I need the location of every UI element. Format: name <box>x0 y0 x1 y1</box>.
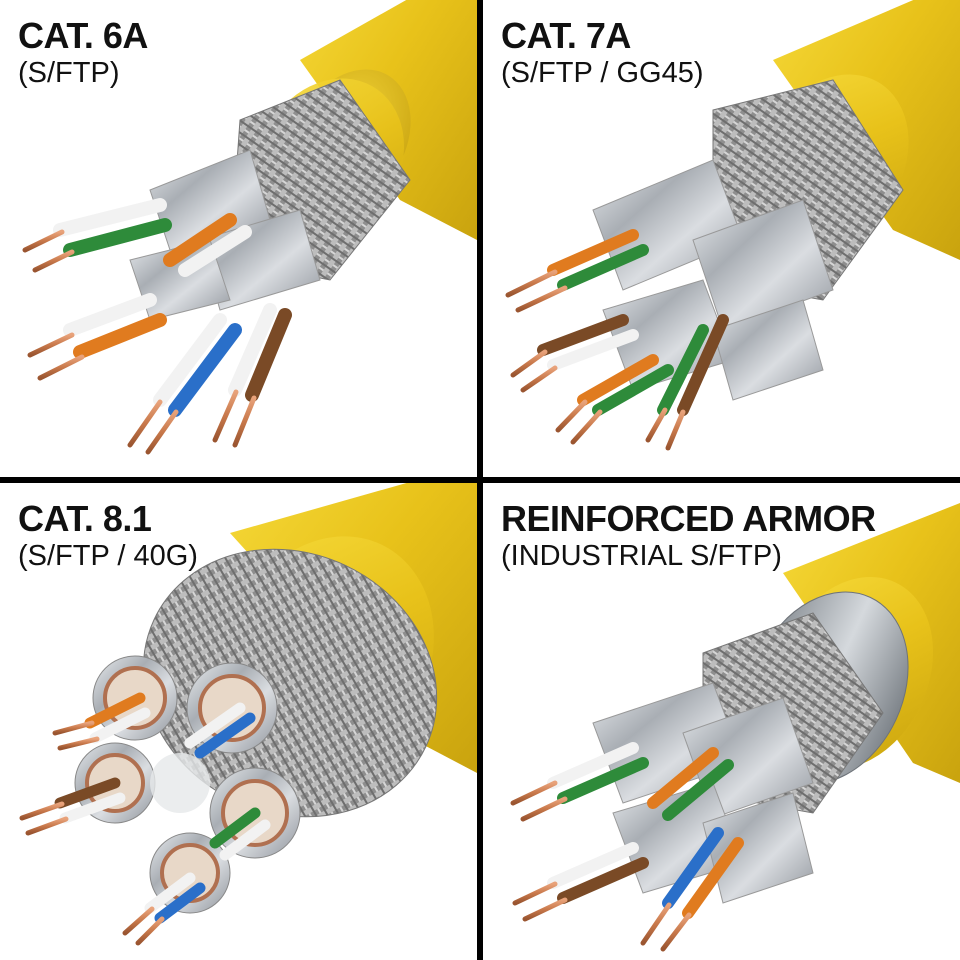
panel-title: REINFORCED ARMOR <box>501 498 876 539</box>
panel-reinforced-armor: REINFORCED ARMOR (INDUSTRIAL S/FTP) <box>483 483 960 960</box>
panel-title: CAT. 6A <box>18 15 148 56</box>
panel-cat7a: CAT. 7A (S/FTP / GG45) <box>483 0 960 477</box>
panel-subtitle: (INDUSTRIAL S/FTP) <box>501 540 782 572</box>
caption: CAT. 8.1 (S/FTP / 40G) <box>18 499 198 573</box>
cat8-cable-illustration <box>19 483 477 946</box>
caption: REINFORCED ARMOR (INDUSTRIAL S/FTP) <box>501 499 876 573</box>
cat6a-cable-illustration <box>22 0 477 455</box>
cat7a-cable-illustration <box>505 0 960 451</box>
panel-title: CAT. 8.1 <box>18 498 152 539</box>
armored-cable-illustration <box>510 503 960 952</box>
panel-subtitle: (S/FTP / GG45) <box>501 57 704 89</box>
panel-cat8-1: CAT. 8.1 (S/FTP / 40G) <box>0 483 477 960</box>
panel-title: CAT. 7A <box>501 15 631 56</box>
panel-subtitle: (S/FTP / 40G) <box>18 540 198 572</box>
caption: CAT. 7A (S/FTP / GG45) <box>501 16 704 90</box>
caption: CAT. 6A (S/FTP) <box>18 16 148 90</box>
panel-cat6a: CAT. 6A (S/FTP) <box>0 0 477 477</box>
panel-subtitle: (S/FTP) <box>18 57 120 89</box>
